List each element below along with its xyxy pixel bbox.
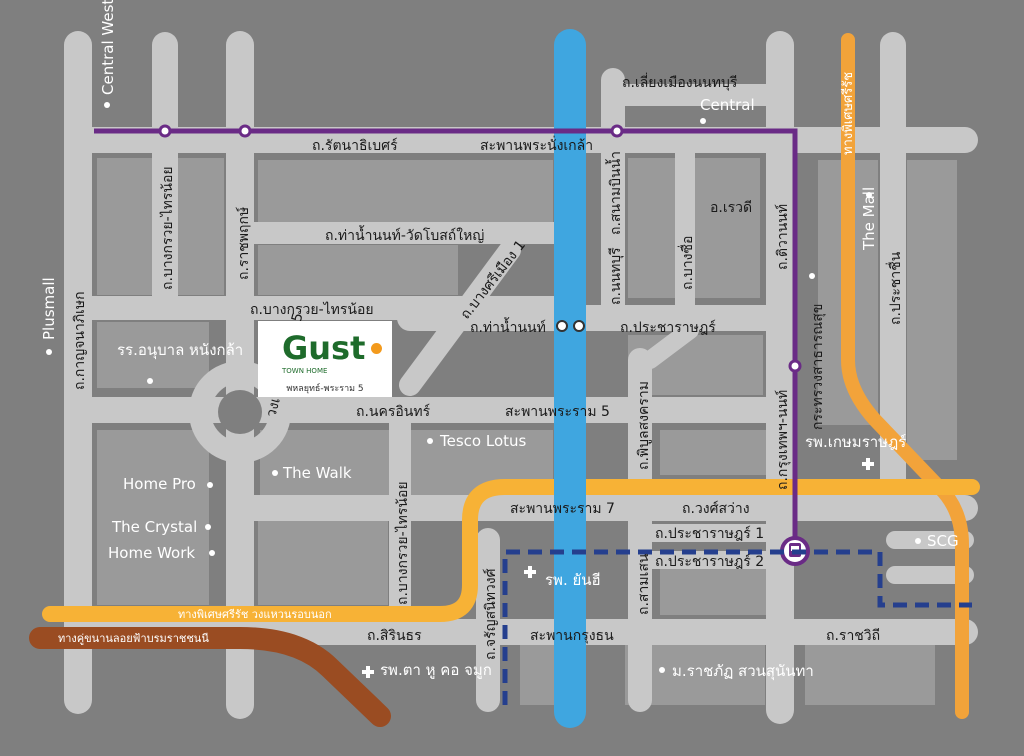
label-liang-muang: ถ.เลี่ยงเมืองนนทบุรี (622, 73, 738, 91)
label-samsen: ถ.สามเสน (636, 553, 652, 615)
label-tesco-lotus: Tesco Lotus (439, 432, 527, 450)
place-dot (427, 438, 433, 444)
label-eye-ent: รพ.ตา หู คอ จมูก (380, 661, 492, 679)
place-dot (809, 273, 815, 279)
label-nakhon-in: ถ.นครอินทร์ (356, 403, 431, 420)
station-dot (158, 124, 172, 138)
station-dot (788, 359, 802, 373)
place-dot (46, 349, 52, 355)
label-tiwanon: ถ.ติวานนท์ (774, 204, 791, 270)
label-central: Central (700, 96, 755, 114)
label-home-pro: Home Pro (123, 475, 196, 493)
viewpoint-icon (556, 320, 585, 332)
label-kindergarten: รร.อนุบาล หนังกล้า (117, 341, 243, 360)
expressway-outer-ring-yellow (42, 479, 980, 622)
label-pracharat-north: ถ.ประชาราษฎร์ (620, 319, 716, 336)
label-outer-ring: ทางพิเศษศรีรัช วงแหวนรอบนอก (178, 608, 332, 621)
hospital-icon (362, 666, 374, 678)
label-phra-nang-klao-bridge: สะพานพระนั่งเกล้า (480, 136, 593, 154)
hospital-icon (524, 566, 536, 578)
elevated-road-brown (29, 627, 391, 727)
label-sirat-expressway: ทางพิเศษศรีรัช (840, 72, 856, 155)
label-tha-nam-non: ถ.ท่าน้ำนนท์ (470, 317, 546, 336)
label-the-walk: The Walk (282, 464, 352, 482)
label-krungthon-bridge: สะพานกรุงธน (530, 628, 614, 644)
station-dot (238, 124, 252, 138)
label-elevated-road: ทางคู่ขนานลอยฟ้าบรมราชชนนี (58, 632, 209, 645)
label-bang-kruai-vertical: ถ.บางกรวย-ไทรน้อย (159, 166, 176, 290)
label-plusmall: Plusmall (40, 277, 58, 340)
label-bang-kruai-south: ถ.บางกรวย-ไทรน้อย (394, 481, 411, 605)
gusto-logo: Gust TOWN HOME พหลยุทธ์-พระราม 5 (258, 321, 392, 397)
place-dot (700, 118, 706, 124)
purple-rail-line (94, 128, 798, 550)
logo-subtitle: TOWN HOME (282, 367, 328, 375)
label-krungthep-nonthaburi: ถ.กรุงเทพฯ-นนท์ (774, 390, 791, 490)
label-nonthaburi: ถ.นนทบุรี (608, 247, 624, 305)
label-the-crystal: The Crystal (111, 518, 197, 536)
label-bang-kruai-top: ถ.บางกรวย-ไทรน้อย (250, 301, 374, 318)
logo-caption: พหลยุทธ์-พระราม 5 (286, 384, 364, 394)
place-dot (915, 538, 921, 544)
label-phibun: ถ.พิบูลสงคราม (636, 381, 652, 470)
label-pracharat-2: ถ.ประชาราษฎร์ 2 (655, 553, 764, 570)
expressway-sirat-orange (841, 33, 969, 719)
label-kasem-hospital: รพ.เกษมราษฎร์ (805, 433, 906, 451)
label-ratchawithi: ถ.ราชวิถี (826, 628, 880, 644)
place-dot (104, 102, 110, 108)
blue-dashed-line (502, 549, 972, 705)
place-dot (272, 470, 278, 476)
place-dot (866, 192, 872, 198)
label-tha-nam-non-wat: ถ.ท่าน้ำนนท์-วัดโบสถ์ใหญ่ (325, 225, 484, 244)
label-home-work: Home Work (108, 544, 195, 562)
label-scg: SCG (927, 532, 959, 550)
road-bang-si-muang (399, 239, 521, 396)
label-sirinthorn: ถ.สิรินธร (367, 628, 422, 644)
label-kanchanaphisek: ถ.กาญจนาภิเษก (72, 291, 88, 390)
place-dot (209, 550, 215, 556)
label-rama5-bridge: สะพานพระราม 5 (505, 404, 610, 420)
label-yanhee: รพ. ยันฮี (545, 571, 601, 589)
road-pracharat-diag (641, 321, 699, 369)
label-suan-sunandha: ม.ราชภัฏ สวนสุนันทา (672, 662, 814, 681)
place-dot (207, 482, 213, 488)
label-rattanathibet: ถ.รัตนาธิเบศร์ (312, 137, 398, 154)
place-dots (46, 102, 921, 673)
label-prachachuen: ถ.ประชาชื่น (886, 251, 904, 325)
place-dot (205, 524, 211, 530)
logo-wordmark: Gust (282, 329, 366, 367)
label-pracharat-1: ถ.ประชาราษฎร์ 1 (655, 525, 764, 542)
rama5-roundabout (189, 361, 291, 463)
place-dot (147, 378, 153, 384)
label-rama7-bridge: สะพานพระราม 7 (510, 501, 615, 517)
station-dot (610, 124, 624, 138)
logo-orange-dot (371, 343, 382, 354)
label-wongsawang: ถ.วงศ์สว่าง (682, 500, 750, 517)
label-the-mall: The Mall (860, 187, 878, 251)
label-central-westgate: Central Westgate (99, 0, 117, 95)
place-dot (659, 667, 665, 673)
label-ministry: กระทรวงสาธารณสุข (810, 304, 826, 430)
hospital-icon (862, 458, 874, 470)
label-sanambinnam: ถ.สนามบินน้ำ (605, 151, 624, 235)
label-ao-bao: อ.เรวดี (710, 200, 752, 216)
rail-stations (158, 124, 802, 373)
label-bang-sue: ถ.บางซื่อ (678, 236, 696, 290)
label-ratchaphruek: ถ.ราชพฤกษ์ (235, 206, 252, 280)
label-charan: ถ.จรัญสนิทวงศ์ (482, 568, 499, 660)
